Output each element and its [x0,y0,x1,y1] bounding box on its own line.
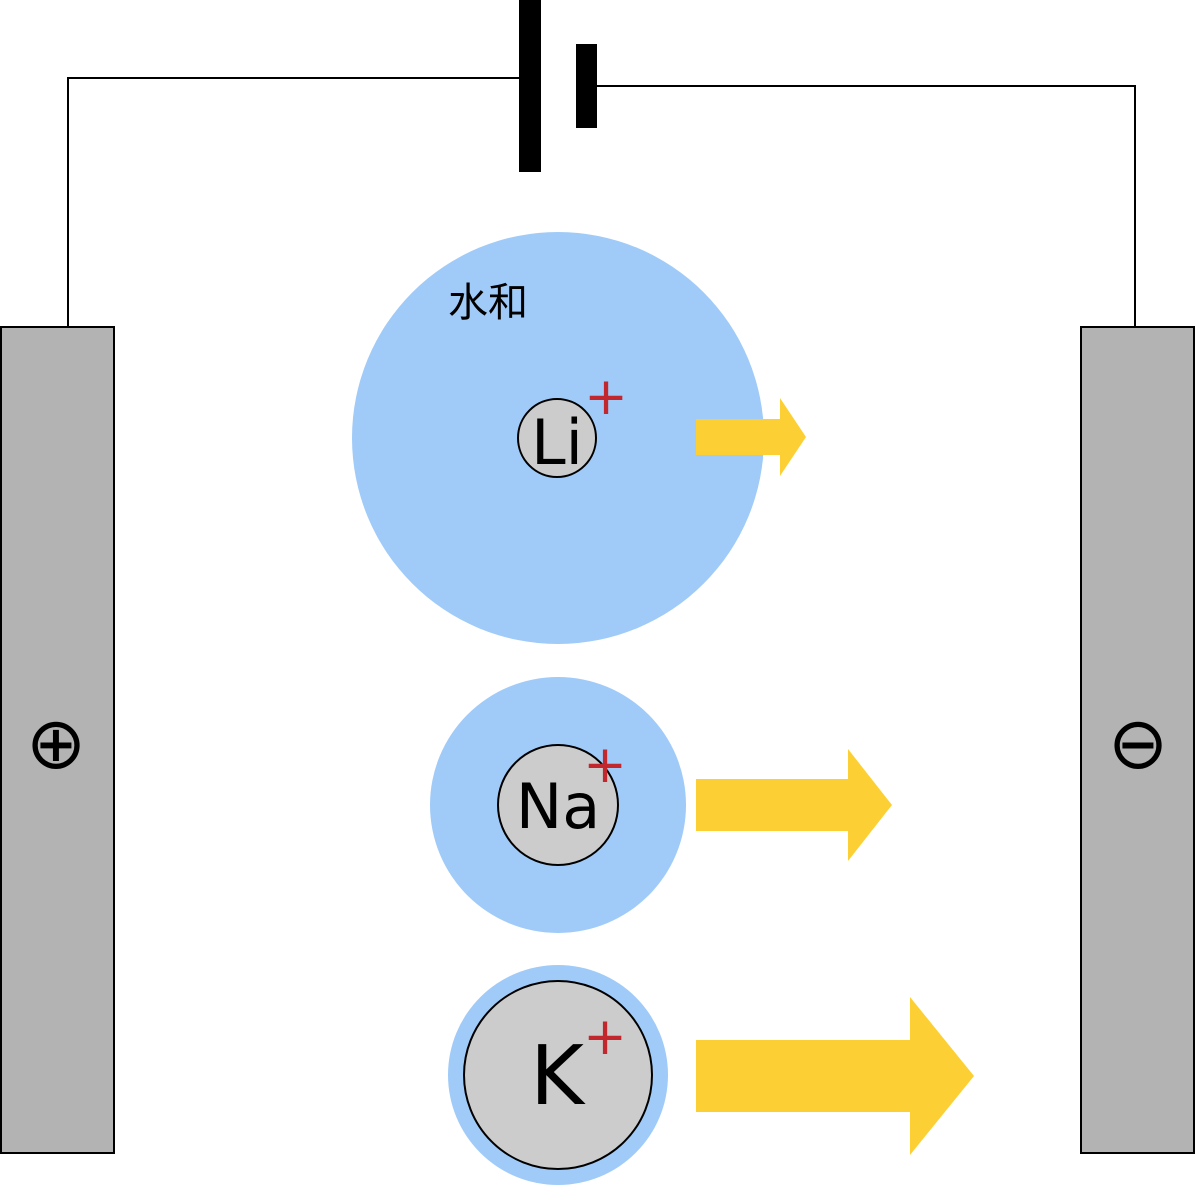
ion-li: 水和 Li + [352,232,806,644]
positive-sign: ⊕ [26,701,86,785]
battery-long-plate [519,0,541,172]
negative-sign: ⊖ [1108,701,1168,785]
na-migration-arrow [696,749,892,861]
li-migration-arrow [696,398,806,476]
ion-k: K + [448,965,974,1185]
negative-electrode-plate [1080,326,1195,1154]
hydration-label: 水和 [448,280,528,326]
na-ion-core [497,744,619,866]
ion-na: Na + [430,677,892,933]
positive-electrode: ⊕ [0,326,115,1154]
k-symbol: K [530,1029,586,1124]
k-charge: + [583,1007,627,1067]
k-migration-arrow [696,997,974,1155]
li-ion-core [517,398,597,478]
left-wire [67,77,530,327]
k-ion-core [463,980,653,1170]
na-symbol: Na [516,770,600,843]
battery-short-plate [576,44,597,128]
right-wire [586,85,1136,327]
li-symbol: Li [531,406,583,479]
na-charge: + [583,735,627,795]
li-charge: + [584,367,628,427]
positive-electrode-plate [0,326,115,1154]
negative-electrode: ⊖ [1080,326,1195,1154]
battery [519,0,597,172]
circuit-wires [67,77,1136,327]
